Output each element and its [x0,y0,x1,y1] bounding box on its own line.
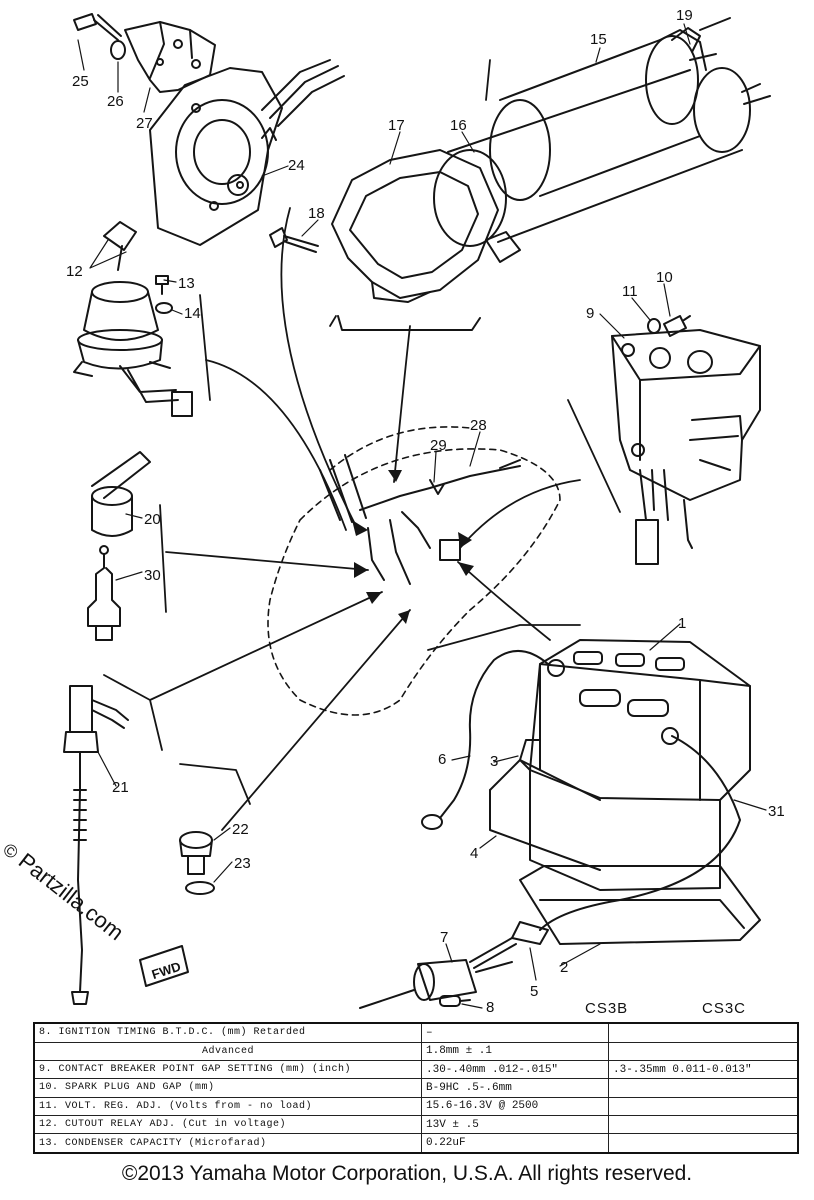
part-22-plug-bolt [179,831,213,875]
part-10-screw [663,315,691,337]
spec-row-condenser: 13. CONDENSER CAPACITY (Microfarad) 0.22… [33,1133,799,1154]
spec-value-cs3b: 13V ± .5 [421,1115,609,1135]
callout-7[interactable]: 7 [440,929,448,946]
part-9-voltage-regulator [611,329,761,565]
spec-value-cs3b: B-9HC .5-.6mm [421,1078,609,1098]
callout-23[interactable]: 23 [234,855,251,872]
part-8-fuse [439,995,471,1007]
spec-value-cs3b: 0.22uF [421,1133,609,1154]
part-19-cap [671,17,731,53]
callout-9[interactable]: 9 [586,305,594,322]
callout-21[interactable]: 21 [112,779,129,796]
spec-table: 8. IGNITION TIMING B.T.D.C. (mm) Retarde… [33,1022,799,1154]
callout-2[interactable]: 2 [560,959,568,976]
part-3-battery-cover [519,739,601,801]
part-21-neutral-switch [63,685,129,1005]
part-4-battery-case [489,759,721,891]
callout-5[interactable]: 5 [530,983,538,1000]
spec-row-spark-plug: 10. SPARK PLUG AND GAP (mm) B-9HC .5-.6m… [33,1078,799,1098]
spec-value-cs3b: – [421,1022,609,1043]
callout-30[interactable]: 30 [144,567,161,584]
callout-1[interactable]: 1 [678,615,686,632]
part-6-negative-lead [421,649,549,830]
part-23-washer [185,881,215,895]
spec-value-cs3c [608,1115,799,1135]
callout-24[interactable]: 24 [288,157,305,174]
spec-row-volt-reg: 11. VOLT. REG. ADJ. (Volts from - no loa… [33,1096,799,1117]
spec-value-cs3b: 1.8mm ± .1 [421,1041,609,1061]
spec-row-ignition-advanced: Advanced 1.8mm ± .1 [33,1041,799,1061]
spec-value-cs3c [608,1078,799,1098]
spec-value-cs3c: .3-.35mm 0.011-0.013" [608,1059,799,1080]
part-11-washer [647,318,661,334]
callout-27[interactable]: 27 [136,115,153,132]
callout-3[interactable]: 3 [490,753,498,770]
copyright-footer: ©2013 Yamaha Motor Corporation, U.S.A. A… [121,1162,693,1185]
spec-value-cs3c [608,1096,799,1117]
spec-label: Advanced [33,1041,422,1061]
spec-label: 10. SPARK PLUG AND GAP (mm) [33,1078,422,1098]
callout-20[interactable]: 20 [144,511,161,528]
callout-leaders [77,23,767,1009]
leader-arrowheads [352,470,474,624]
spec-label: 8. IGNITION TIMING B.T.D.C. (mm) Retarde… [33,1022,422,1043]
column-header-cs3c: CS3C [702,1000,747,1017]
callout-10[interactable]: 10 [656,269,673,286]
electrical-parts-diagram: FWD 25 26 27 24 18 17 16 15 19 12 13 14 … [63,7,785,1015]
part-1-battery [529,639,751,801]
part-18-screw [269,227,319,253]
spec-value-cs3c [608,1022,799,1043]
part-30-spark-plug [87,545,121,641]
callout-11[interactable]: 11 [622,283,638,300]
callout-8[interactable]: 8 [486,999,494,1015]
callout-12[interactable]: 12 [66,263,83,280]
callout-17[interactable]: 17 [388,117,405,134]
spec-value-cs3c [608,1133,799,1154]
callout-31[interactable]: 31 [768,803,785,820]
spec-value-cs3b: 15.6-16.3V @ 2500 [421,1096,609,1117]
part-16-ignition-coil [433,67,771,263]
callout-25[interactable]: 25 [72,73,89,90]
part-20-plug-cap [91,451,151,537]
spec-value-cs3b: .30-.40mm .012-.015" [421,1059,609,1080]
column-header-cs3b: CS3B [585,1000,629,1017]
callout-19[interactable]: 19 [676,7,693,24]
part-17-coil-bracket [331,149,499,331]
part-31-positive-lead [539,735,741,931]
callout-18[interactable]: 18 [308,205,325,222]
part-25-bolt [73,13,122,41]
part-13-screw [155,275,169,295]
frame-outline [267,426,561,716]
callout-13[interactable]: 13 [178,275,195,292]
part-24-breaker-assembly [149,59,345,246]
spec-row-point-gap: 9. CONTACT BREAKER POINT GAP SETTING (mm… [33,1059,799,1080]
part-7-condenser [359,959,513,1009]
part-14-washer [155,302,173,314]
part-5-protector-tube [469,921,549,969]
callout-4[interactable]: 4 [470,845,478,862]
callout-22[interactable]: 22 [232,821,249,838]
spec-row-ignition-retarded: 8. IGNITION TIMING B.T.D.C. (mm) Retarde… [33,1022,799,1043]
callout-26[interactable]: 26 [107,93,124,110]
spec-label: 13. CONDENSER CAPACITY (Microfarad) [33,1133,422,1154]
callout-28[interactable]: 28 [470,417,487,434]
part-27-bracket [124,21,216,93]
callout-15[interactable]: 15 [590,31,607,48]
spec-label: 11. VOLT. REG. ADJ. (Volts from - no loa… [33,1096,422,1117]
part-12-main-switch [73,221,193,417]
callout-29[interactable]: 29 [430,437,447,454]
spec-value-cs3c [608,1041,799,1061]
spec-row-cutout-relay: 12. CUTOUT RELAY ADJ. (Cut in voltage) 1… [33,1115,799,1135]
leader-arcs [103,59,621,831]
callout-6[interactable]: 6 [438,751,446,768]
callout-16[interactable]: 16 [450,117,467,134]
spec-label: 12. CUTOUT RELAY ADJ. (Cut in voltage) [33,1115,422,1135]
fwd-stamp-outline [139,945,189,987]
spec-label: 9. CONTACT BREAKER POINT GAP SETTING (mm… [33,1059,422,1080]
part-15-ignition-coil [489,29,717,201]
part-26-washer [110,40,126,60]
callout-14[interactable]: 14 [184,305,201,322]
part-2-battery-box [519,865,761,945]
